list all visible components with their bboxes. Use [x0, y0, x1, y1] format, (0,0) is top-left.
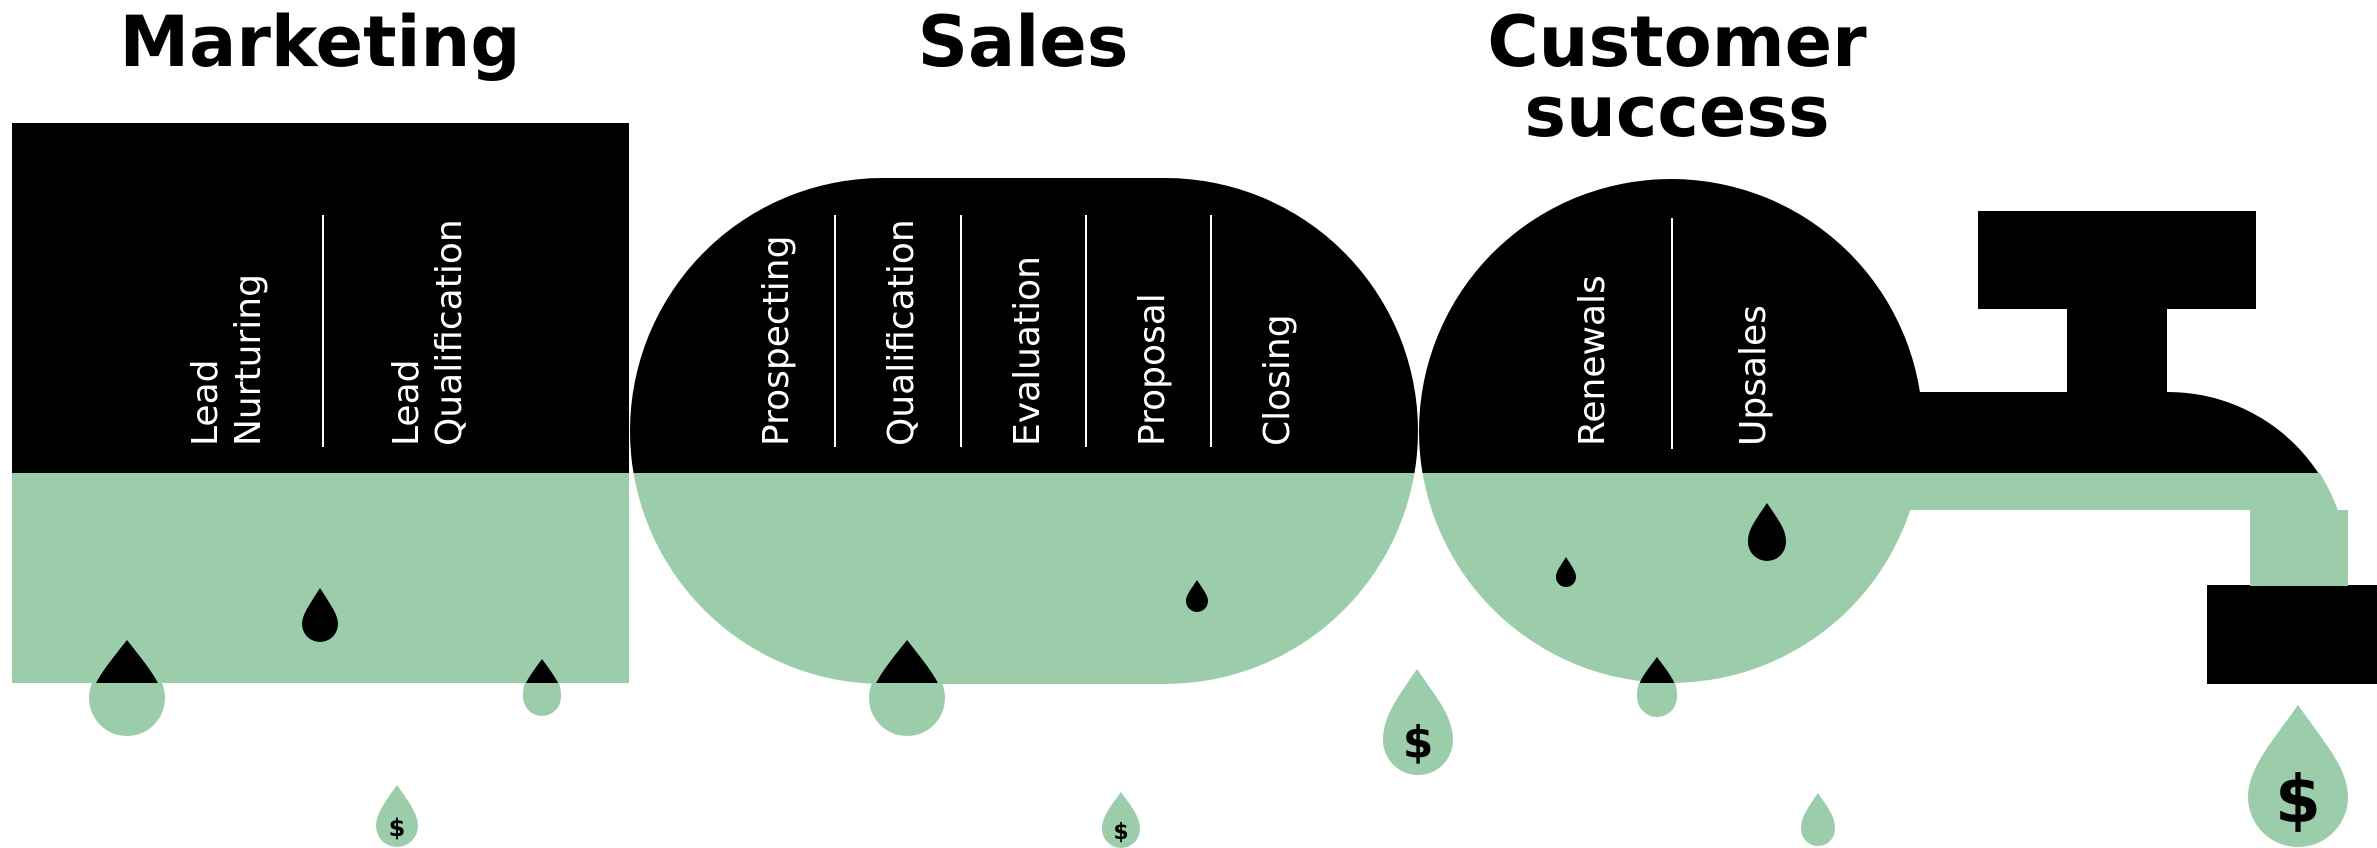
drop-icon: [523, 659, 561, 716]
liquid-level: [12, 473, 2348, 684]
money-symbol: $: [1113, 820, 1128, 845]
money-drop-icon: $: [1102, 792, 1140, 848]
money-drop-icon: $: [1383, 669, 1453, 775]
faucet-spout: [1900, 392, 2319, 473]
black-drops: [302, 503, 1786, 642]
stage-lead-nurturing: Lead Nurturing: [185, 274, 269, 446]
drop-icon: [1637, 657, 1677, 717]
marketing-tank: [12, 123, 629, 473]
stage-upsales: Upsales: [1733, 305, 1774, 446]
drop-icon: [1186, 580, 1208, 612]
stage-dividers: [322, 215, 1673, 449]
faucet-spout-liquid: [1900, 473, 2348, 600]
stage-renewals: Renewals: [1572, 275, 1613, 446]
sales-tank-liquid: [633, 473, 1415, 684]
faucet-outlet: [2207, 585, 2377, 684]
drop-icon: [869, 640, 945, 736]
customer-success-stages: Renewals Upsales: [1572, 275, 1774, 446]
drop-icon: [89, 640, 165, 736]
drop-icon: [1748, 503, 1786, 561]
stage-proposal: Proposal: [1132, 293, 1173, 446]
faucet-handle-stem: [2067, 305, 2167, 395]
money-drop-icon: $: [376, 785, 418, 847]
stage-lead-qualification: Lead Qualification: [386, 219, 470, 446]
stage-prospecting: Prospecting: [756, 236, 797, 446]
faucet-icon: [1978, 211, 2377, 684]
stage-evaluation: Evaluation: [1007, 256, 1048, 446]
money-symbol: $: [1403, 717, 1434, 768]
faucet-handle-bar: [1978, 211, 2256, 309]
money-symbol: $: [389, 814, 406, 842]
money-drop-icon: $: [2248, 705, 2348, 847]
funnel-tanks: [12, 123, 2348, 684]
stage-qualification: Qualification: [881, 219, 922, 446]
money-drops: $ $ $ $: [376, 669, 2348, 848]
sales-title: Sales: [918, 1, 1129, 83]
leaking-drops: [89, 640, 1677, 736]
customer-success-title-line1: Customer: [1487, 1, 1867, 83]
marketing-stages: Lead Nurturing Lead Qualification: [185, 219, 470, 446]
faucet-outflow: [2250, 510, 2348, 586]
drop-icon: [1556, 557, 1576, 587]
customer-success-tank-liquid: [1422, 473, 1920, 683]
drop-icon: [1801, 793, 1835, 846]
falling-drops: [1801, 793, 1835, 846]
drop-icon: [302, 588, 338, 642]
money-symbol: $: [2275, 761, 2321, 838]
sales-tank: [630, 178, 1418, 473]
sales-stages: Prospecting Qualification Evaluation Pro…: [756, 219, 1298, 446]
customer-success-title-line2: success: [1524, 71, 1829, 153]
stage-closing: Closing: [1257, 314, 1298, 446]
marketing-title: Marketing: [120, 1, 521, 83]
marketing-tank-liquid: [12, 473, 629, 683]
